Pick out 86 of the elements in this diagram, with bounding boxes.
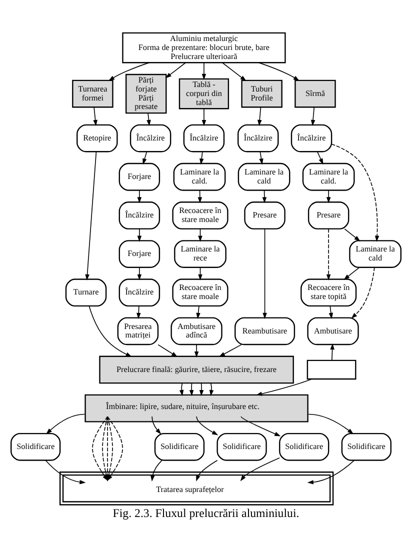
node-box: Laminare la cald bbox=[238, 162, 290, 190]
arrow bbox=[196, 305, 200, 318]
arrow bbox=[137, 266, 142, 280]
arrow bbox=[308, 413, 354, 434]
arrow bbox=[137, 228, 142, 242]
node-box: Recoacere în stare topită bbox=[300, 278, 357, 306]
node-box: Laminare la cald bbox=[349, 240, 402, 268]
node-box: Solidificare bbox=[10, 432, 61, 460]
arrow bbox=[307, 460, 355, 484]
arrow bbox=[262, 228, 267, 318]
node-box: Forjare bbox=[118, 240, 160, 268]
arrow bbox=[256, 378, 312, 396]
arrow bbox=[209, 382, 214, 396]
arrow bbox=[46, 413, 85, 434]
arrow bbox=[328, 305, 334, 318]
arrow bbox=[196, 459, 218, 481]
node-box: Solidificare bbox=[341, 432, 392, 460]
node-box: Presare bbox=[244, 201, 286, 229]
node-box: Tratarea suprafețelor bbox=[59, 471, 334, 505]
arrow bbox=[189, 382, 194, 396]
node-box: Sîrmă bbox=[294, 79, 336, 108]
arrow bbox=[218, 344, 242, 356]
node-box: Încălzire bbox=[130, 124, 172, 152]
node-box: Solidificare bbox=[279, 432, 330, 460]
node-box: Recoacere în stare moale bbox=[172, 278, 228, 306]
arrow bbox=[88, 305, 132, 356]
node-box: Încălzire bbox=[183, 124, 225, 152]
arrow bbox=[202, 62, 206, 80]
arrow bbox=[344, 228, 360, 241]
node-box: Presare bbox=[308, 201, 350, 229]
node-box: Recoacere în stare moale bbox=[172, 201, 228, 229]
node-box: Tuburi Profile bbox=[241, 79, 282, 108]
arrow bbox=[165, 62, 186, 78]
arrow bbox=[258, 106, 262, 126]
arrow bbox=[326, 189, 331, 203]
arrow bbox=[194, 344, 199, 358]
node-box: Încălzire bbox=[118, 278, 160, 306]
arrow bbox=[179, 382, 184, 396]
node-box: Încălzire bbox=[237, 124, 279, 152]
arrow bbox=[199, 382, 204, 396]
caption: Fig. 2.3. Fluxul prelucrării aluminiului. bbox=[112, 506, 300, 520]
arrow bbox=[137, 189, 142, 203]
node-box: Încălzire bbox=[118, 201, 160, 229]
arrow bbox=[93, 106, 98, 126]
arrow bbox=[240, 456, 280, 481]
arrow bbox=[316, 150, 324, 164]
arrow bbox=[158, 344, 178, 356]
node-box: Forjare bbox=[118, 162, 160, 190]
node-box: Reambutisare bbox=[234, 316, 296, 345]
node-box: Ambutisare bbox=[307, 316, 359, 345]
arrow bbox=[142, 150, 148, 164]
arrow bbox=[258, 62, 300, 80]
node-box: Solidificare bbox=[154, 432, 205, 460]
arrow bbox=[351, 266, 375, 318]
arrow bbox=[310, 106, 316, 126]
arrow bbox=[45, 460, 86, 484]
node-box: Prelucrare finală: găurire, tăiere, răsucire, frezare bbox=[99, 355, 294, 384]
node-box: Aluminiu metalurgic Forma de prezentare: blocuri brute, bare Prelucrare ulterioară bbox=[122, 32, 286, 63]
node-box: Turnare bbox=[65, 278, 107, 306]
arrow bbox=[152, 416, 162, 434]
node-box: Retopire bbox=[76, 124, 118, 152]
arrow bbox=[150, 459, 162, 481]
arrow bbox=[326, 228, 331, 280]
arrow bbox=[262, 189, 267, 203]
node-box: Laminare la cald. bbox=[173, 162, 226, 190]
node-box: Tablă - corpuri din tablă bbox=[178, 78, 230, 109]
node-box: Presarea matriței bbox=[117, 316, 159, 345]
arrow bbox=[108, 62, 150, 80]
node-box: Îmbinare: lipire, sudare, nituire, înșurubare etc. bbox=[84, 394, 308, 422]
node-box: Ambutisare adîncă bbox=[170, 316, 222, 345]
arrow bbox=[330, 342, 334, 360]
arrow bbox=[196, 416, 218, 435]
arrow bbox=[344, 266, 360, 280]
node-box: Încălzire bbox=[290, 124, 332, 152]
arrow bbox=[259, 150, 264, 164]
arrow bbox=[222, 62, 246, 81]
node-box: Laminare la rece bbox=[174, 240, 226, 268]
arrow bbox=[85, 150, 97, 280]
node-box bbox=[306, 359, 356, 380]
arrow bbox=[146, 112, 151, 126]
node-box: Laminare la cald. bbox=[302, 162, 355, 190]
node-box: Turnarea formei bbox=[72, 79, 114, 108]
node-box: Părți forjate Părți presate bbox=[125, 73, 167, 114]
node-box: Solidificare bbox=[216, 432, 267, 460]
arrow bbox=[331, 143, 380, 242]
arrow bbox=[202, 108, 206, 126]
